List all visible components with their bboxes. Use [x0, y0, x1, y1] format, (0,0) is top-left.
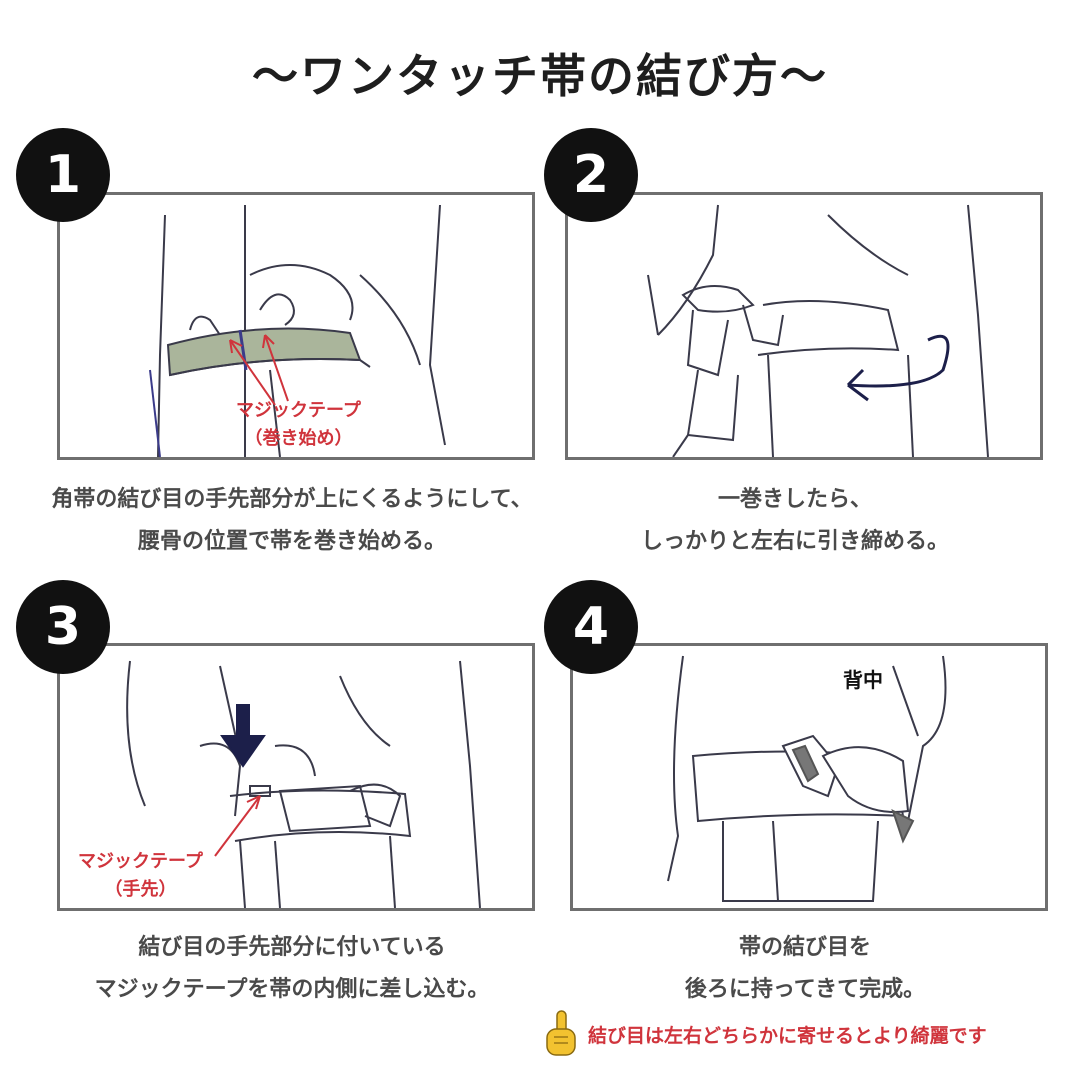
tape-sublabel: （巻き始め）	[244, 428, 353, 449]
step-3-illustration: マジックテープ （手先）	[57, 643, 535, 911]
tip-text: 結び目は左右どちらかに寄せるとより綺麗です	[588, 1024, 987, 1047]
step-1-tape-note: マジックテープ （巻き始め）	[236, 397, 361, 453]
step-2-illustration	[565, 192, 1043, 460]
obi-back-finished-drawing	[667, 655, 947, 902]
page-title: 〜ワンタッチ帯の結び方〜	[252, 49, 828, 103]
step-2-badge: 2	[544, 128, 638, 222]
back-label: 背中	[843, 668, 883, 692]
step-1-badge: 1	[16, 128, 110, 222]
step-3-caption: 結び目の手先部分に付いている マジックテープを帯の内側に差し込む。	[22, 926, 562, 1010]
caption-line: マジックテープを帯の内側に差し込む。	[94, 976, 490, 1002]
caption-line: 腰骨の位置で帯を巻き始める。	[137, 528, 446, 554]
step-1-illustration: マジックテープ （巻き始め）	[57, 192, 535, 460]
step-2-caption: 一巻きしたら、 しっかりと左右に引き締める。	[525, 478, 1065, 562]
caption-line: 一巻きしたら、	[717, 486, 872, 512]
obi-tighten-drawing	[647, 204, 989, 457]
tape-label: マジックテープ	[236, 400, 361, 421]
step-4-caption: 帯の結び目を 後ろに持ってきて完成。	[535, 926, 1075, 1010]
caption-line: 帯の結び目を	[738, 934, 871, 960]
pointing-hand-icon	[546, 1010, 576, 1056]
step-3-badge: 3	[16, 580, 110, 674]
obi-tuck-drawing	[126, 660, 481, 908]
step-4-badge: 4	[544, 580, 638, 674]
caption-line: 結び目の手先部分に付いている	[138, 934, 446, 960]
step-3-tape-note: マジックテープ （手先）	[78, 848, 203, 904]
caption-line: 角帯の結び目の手先部分が上にくるようにして、	[51, 486, 533, 512]
tape-label: マジックテープ	[78, 851, 203, 872]
obi-wrap-start-drawing	[149, 204, 446, 457]
tape-sublabel: （手先）	[104, 879, 177, 900]
tip-note: 結び目は左右どちらかに寄せるとより綺麗です	[542, 1006, 987, 1062]
caption-line: 後ろに持ってきて完成。	[684, 976, 926, 1002]
step-1-caption: 角帯の結び目の手先部分が上にくるようにして、 腰骨の位置で帯を巻き始める。	[22, 478, 562, 562]
step-4-illustration: 背中	[570, 643, 1048, 911]
caption-line: しっかりと左右に引き締める。	[640, 528, 949, 554]
